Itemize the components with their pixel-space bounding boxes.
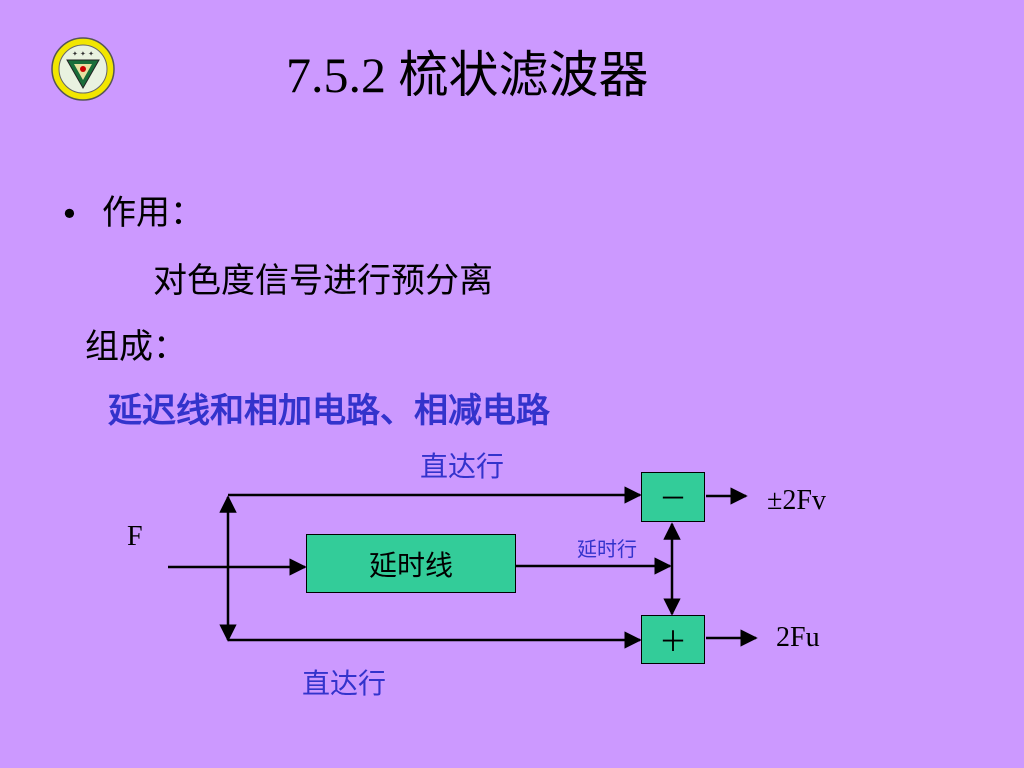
composition-heading: 组成： [85,327,187,367]
delay-path-label: 延时行 [577,537,637,561]
bullet-marker: • [60,195,79,233]
svg-text:✦ ✦ ✦: ✦ ✦ ✦ [72,50,94,58]
page-title: 7.5.2 梳状滤波器 [286,47,649,103]
direct-top-label: 直达行 [420,450,505,483]
input-label: F [127,521,143,552]
delay-line-box-label: 延时线 [368,548,453,582]
function-heading: 作用： [102,193,204,233]
subtractor-box: － [641,472,705,522]
minus-symbol: － [658,482,687,515]
output-top-label: ±2Fv [767,485,826,516]
output-bottom-label: 2Fu [776,622,820,653]
delay-line-box: 延时线 [306,534,516,593]
school-seal-icon: ✦ ✦ ✦ [51,37,115,101]
plus-symbol: ＋ [658,624,687,658]
composition-description: 延迟线和相加电路、相减电路 [108,391,550,431]
direct-bottom-label: 直达行 [302,667,387,700]
function-description: 对色度信号进行预分离 [153,261,493,301]
adder-box: ＋ [641,615,705,664]
